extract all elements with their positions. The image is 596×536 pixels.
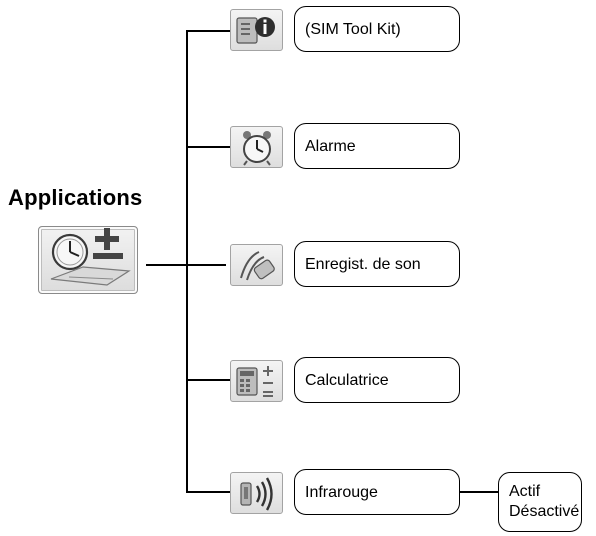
menu-item-alarme: Alarme xyxy=(230,123,470,171)
connector-item-5 xyxy=(186,491,230,493)
voice-recorder-icon xyxy=(230,244,283,286)
menu-box-alarme[interactable]: Alarme xyxy=(294,123,460,169)
diagram-title: Applications xyxy=(8,185,143,210)
connector-infrarouge-options xyxy=(460,491,498,493)
menu-item-calculatrice: Calculatrice xyxy=(230,357,470,405)
connector-item-4 xyxy=(186,379,230,381)
menu-item-sim-tool-kit: (SIM Tool Kit) xyxy=(230,6,470,54)
sim-tool-kit-icon xyxy=(230,9,283,51)
menu-box-infrarouge[interactable]: Infrarouge xyxy=(294,469,460,515)
menu-item-enregist: Enregist. de son xyxy=(230,241,470,289)
menu-box-enregist[interactable]: Enregist. de son xyxy=(294,241,460,287)
trunk-line xyxy=(186,30,188,492)
infrarouge-options-box: Actif Désactivé xyxy=(498,472,582,532)
menu-box-sim-tool-kit[interactable]: (SIM Tool Kit) xyxy=(294,6,460,52)
applications-icon xyxy=(38,226,138,294)
calculator-icon xyxy=(230,360,283,402)
infrared-icon xyxy=(230,472,283,514)
alarm-clock-icon xyxy=(230,126,283,168)
option-desactive[interactable]: Désactivé xyxy=(509,503,580,520)
connector-item-2 xyxy=(186,146,230,148)
menu-box-calculatrice[interactable]: Calculatrice xyxy=(294,357,460,403)
menu-item-infrarouge: Infrarouge xyxy=(230,469,470,517)
connector-item-1 xyxy=(186,30,230,32)
option-actif[interactable]: Actif xyxy=(509,483,541,500)
